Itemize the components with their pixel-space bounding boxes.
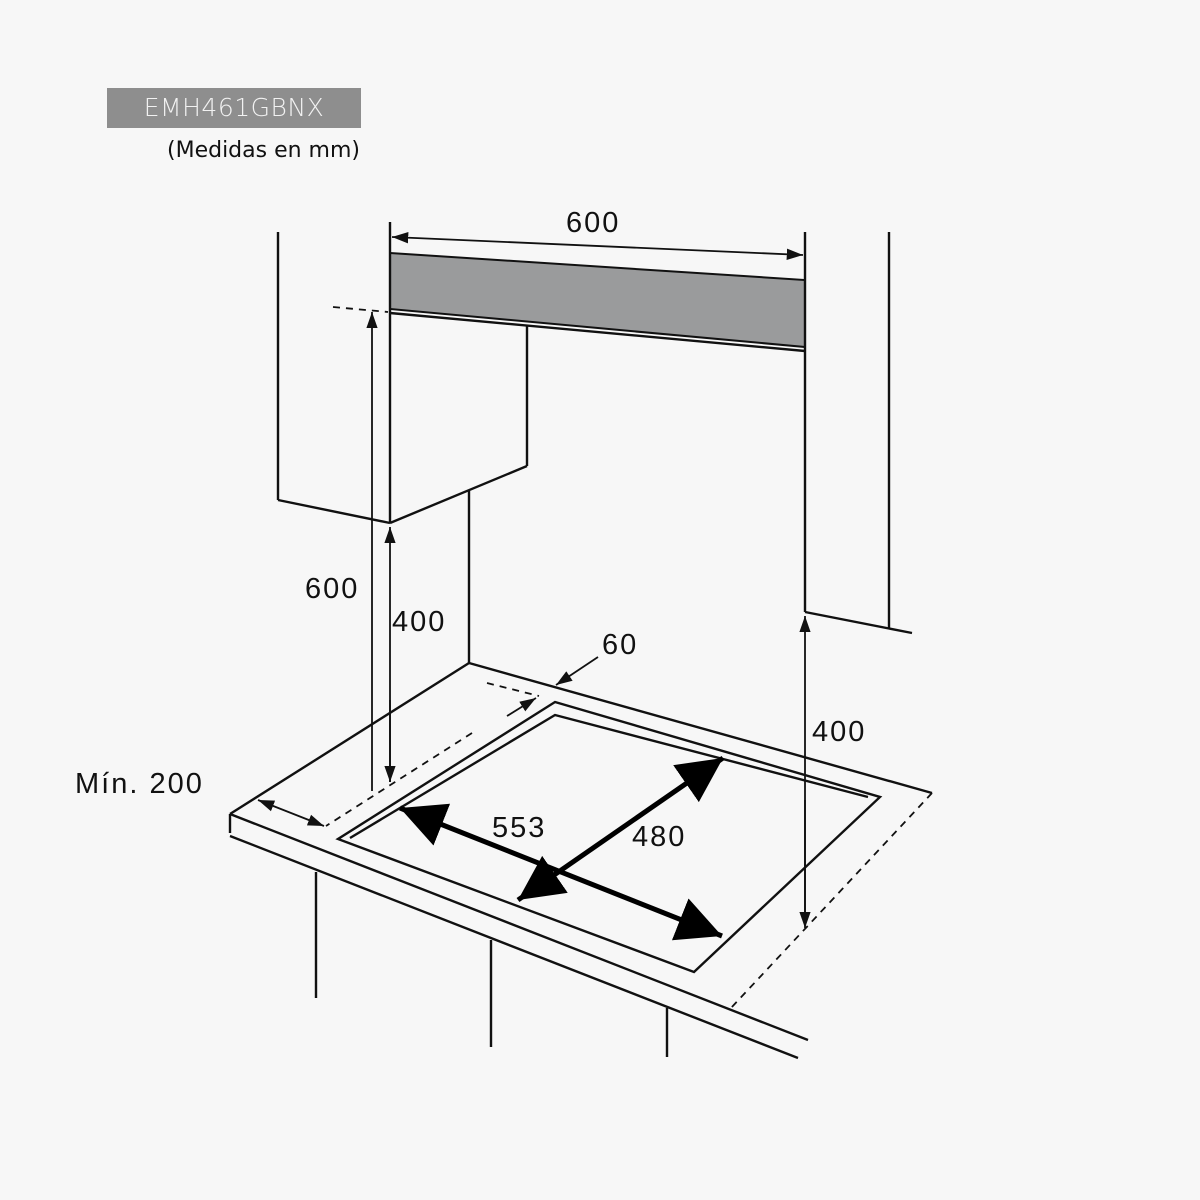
svg-text:480: 480 <box>632 821 686 853</box>
hood-width-dimension: 600 <box>391 207 804 260</box>
cutout-depth-dimension: 480 <box>516 755 725 903</box>
svg-text:400: 400 <box>812 716 866 748</box>
units-note: (Medidas en mm) <box>167 138 360 163</box>
left-cabinet-clearance-dimension: 400 <box>384 527 446 782</box>
left-wall-cabinet <box>276 232 529 663</box>
hood-height-dimension: 600 <box>305 306 389 791</box>
svg-text:400: 400 <box>392 606 446 638</box>
svg-text:60: 60 <box>602 629 638 661</box>
model-badge: EMH461GBNX <box>107 88 361 128</box>
hob-cutout <box>335 700 883 974</box>
side-clearance-dimension: Mín. 200 <box>75 732 473 827</box>
range-hood <box>388 222 807 612</box>
countertop <box>228 661 933 1060</box>
svg-text:600: 600 <box>566 207 620 239</box>
right-wall-cabinet <box>804 232 913 635</box>
svg-text:553: 553 <box>492 812 546 844</box>
back-clearance-dimension: 60 <box>486 629 638 717</box>
svg-text:Mín. 200: Mín. 200 <box>75 768 204 800</box>
right-cabinet-clearance-dimension: 400 <box>799 616 866 928</box>
svg-text:600: 600 <box>305 573 359 605</box>
